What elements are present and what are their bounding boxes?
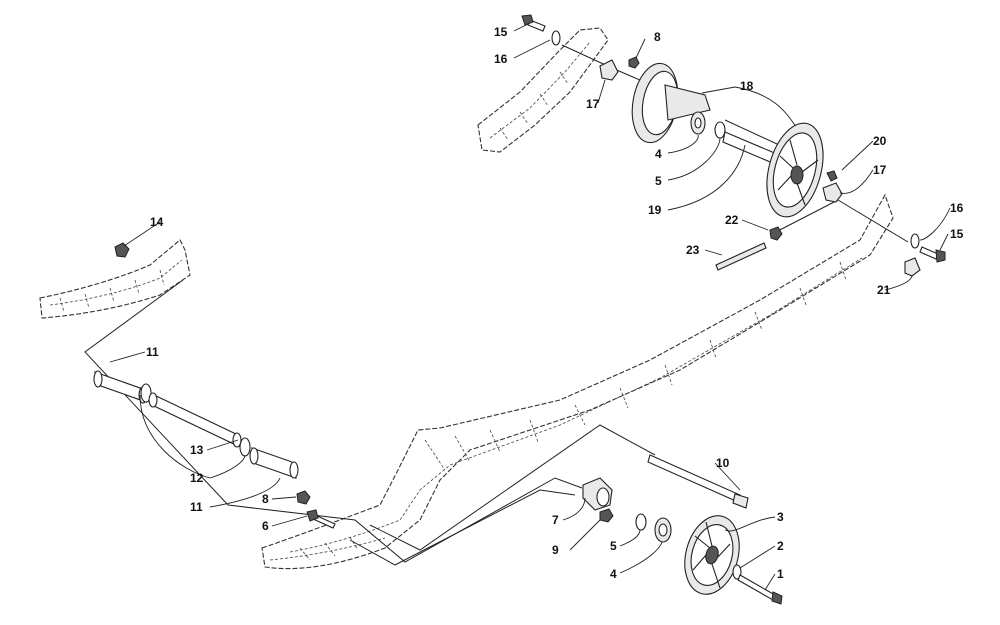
callout-21: 21	[877, 283, 891, 297]
callout-22: 22	[725, 213, 739, 227]
callout-15-lower: 15	[950, 227, 964, 241]
callout-19: 19	[648, 203, 662, 217]
washer-16-upper	[551, 30, 561, 46]
block-17-upper	[599, 59, 619, 81]
rear-axle-10	[647, 454, 749, 509]
idler-wheel-3	[684, 515, 740, 595]
callout-12: 12	[190, 471, 204, 485]
callout-8-upper: 8	[654, 30, 661, 44]
callout-23: 23	[686, 243, 700, 257]
callout-11-lower: 11	[190, 500, 203, 514]
left-slide-rail-front	[39, 239, 191, 319]
bolt-15-lower	[919, 246, 946, 263]
callout-1: 1	[777, 567, 784, 581]
nut-22	[769, 226, 783, 241]
ring-12	[140, 383, 251, 457]
nut-14	[114, 242, 130, 258]
callout-20: 20	[873, 134, 887, 148]
bolt-20	[826, 170, 838, 182]
spacer-7	[582, 477, 613, 511]
ring-5-upper	[714, 121, 726, 139]
nut-8-upper	[628, 56, 640, 69]
callout-5-lower: 5	[610, 539, 617, 553]
callout-15-upper: 15	[494, 25, 508, 39]
spacer-11-lower	[249, 447, 299, 479]
bearing-4-upper	[690, 111, 706, 135]
nut-8-lower	[296, 490, 311, 505]
callout-16-upper: 16	[494, 52, 508, 66]
callout-17-lower: 17	[873, 163, 887, 177]
bolt-1	[737, 574, 783, 605]
callout-4-lower: 4	[610, 567, 617, 581]
bearing-4-lower	[654, 517, 672, 543]
callout-7: 7	[552, 513, 559, 527]
hub-wheel-18-left	[631, 62, 711, 144]
callout-2: 2	[777, 539, 784, 553]
bolt-15-upper	[521, 14, 546, 32]
leader-lines	[109, 23, 951, 591]
callout-13: 13	[190, 443, 204, 457]
callout-10: 10	[716, 456, 730, 470]
callout-16-lower: 16	[950, 201, 964, 215]
spacer-11-upper	[93, 370, 148, 404]
callout-14: 14	[150, 215, 164, 229]
washer-16-lower	[910, 233, 920, 249]
callout-18: 18	[740, 79, 754, 93]
callout-9: 9	[552, 543, 559, 557]
bolt-6	[306, 509, 336, 529]
callout-17-upper: 17	[586, 97, 600, 111]
callout-labels: 15 16 8 17 18 4 5 19 20 17 22 23 16 15 2…	[146, 25, 964, 581]
callout-4-upper: 4	[655, 147, 662, 161]
callout-11-upper: 11	[146, 345, 159, 359]
callout-3: 3	[777, 510, 784, 524]
cap-21	[904, 257, 921, 277]
left-slide-rail-rear	[477, 27, 609, 153]
right-slide-rail	[261, 193, 894, 570]
washer-2	[732, 564, 742, 580]
rod-23	[715, 242, 767, 271]
callout-8-lower: 8	[262, 492, 269, 506]
ring-5-lower	[635, 513, 647, 531]
hub-wheel-18-right	[766, 122, 824, 218]
nut-9	[599, 508, 614, 523]
callout-6: 6	[262, 519, 269, 533]
tube-13	[148, 392, 242, 448]
block-17-lower	[822, 182, 843, 203]
callout-5-upper: 5	[655, 174, 662, 188]
